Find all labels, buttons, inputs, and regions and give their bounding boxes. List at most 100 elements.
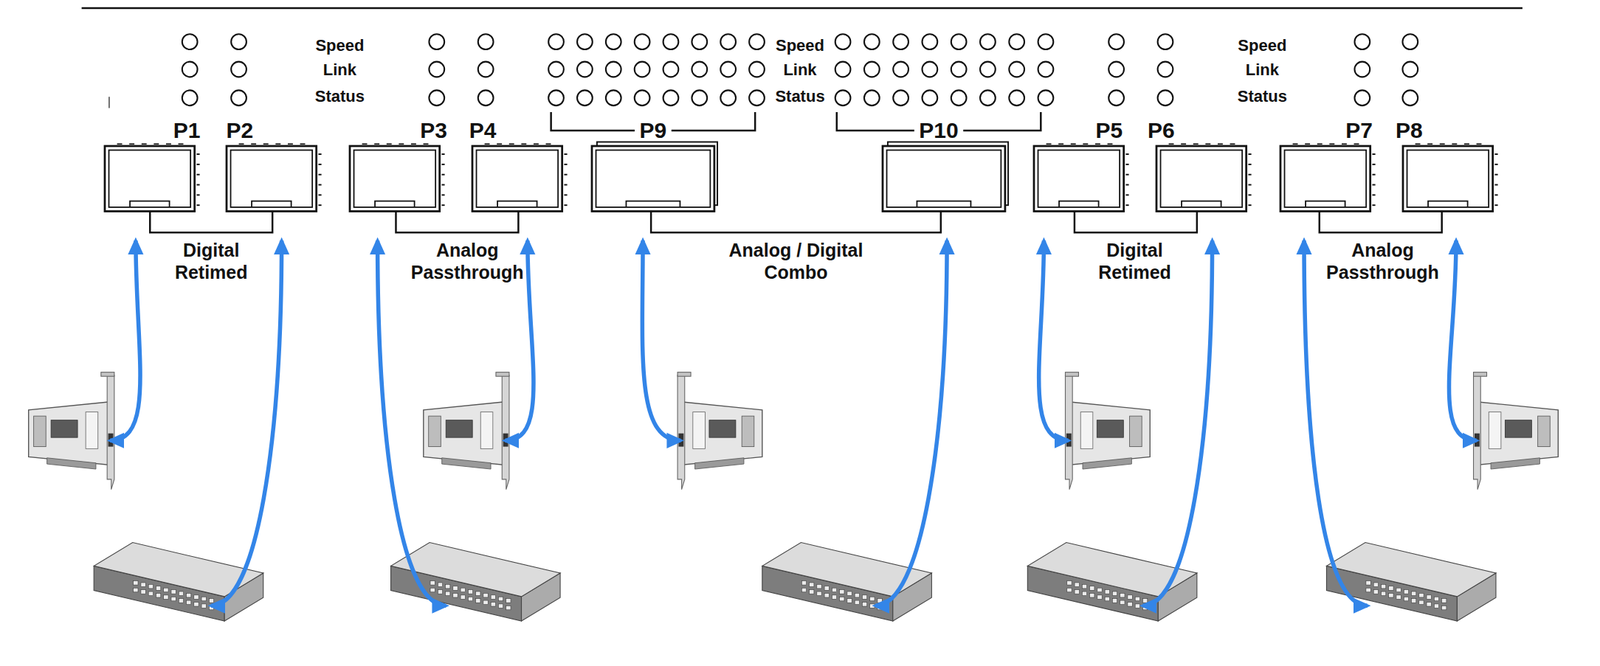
cage-vent	[1247, 204, 1251, 206]
switch-port	[490, 602, 496, 607]
switch-port	[1097, 588, 1102, 593]
cage-outer	[1033, 146, 1124, 212]
port-cage: P10	[882, 146, 1006, 212]
cage-vent	[1495, 163, 1499, 166]
port-cage: P3	[349, 146, 440, 212]
indicator-label: Link	[1245, 60, 1279, 80]
status-led	[720, 61, 736, 78]
cage-vent	[141, 143, 147, 145]
cage-vent	[442, 194, 446, 196]
network-card	[1473, 372, 1559, 491]
status-led	[835, 90, 851, 106]
switch-port	[476, 591, 481, 597]
switch-port	[163, 588, 169, 593]
cage-vent	[318, 183, 322, 186]
indicator-label: Link	[323, 60, 357, 80]
cage-vent	[1292, 143, 1299, 145]
cage-vent	[318, 173, 322, 175]
status-led	[548, 61, 564, 78]
status-led	[1354, 61, 1370, 78]
status-led	[182, 90, 198, 106]
switch-port	[1127, 595, 1133, 600]
cage-vent	[178, 143, 184, 145]
switch-port	[1120, 600, 1125, 606]
cage-vent	[1168, 143, 1174, 145]
status-led	[864, 61, 880, 78]
cage-vent	[442, 183, 446, 186]
card-part	[1080, 412, 1093, 450]
card-chip	[1129, 416, 1143, 447]
port-label: P1	[157, 117, 217, 144]
cage-outer	[472, 146, 563, 212]
card-bracket	[1064, 375, 1073, 491]
cage-inner	[109, 149, 192, 207]
switch-port	[476, 599, 481, 604]
cage-tab	[1059, 200, 1099, 207]
cage-vent	[1125, 183, 1129, 186]
switch-port	[171, 597, 176, 602]
switch-port	[1426, 602, 1431, 607]
cage-vent	[1125, 153, 1129, 155]
card-chip	[1096, 420, 1124, 439]
switch-port	[445, 591, 451, 597]
cage-vent	[1495, 173, 1499, 175]
cable-arrow	[1039, 240, 1069, 441]
switch-port	[1067, 588, 1072, 593]
card-bracket	[107, 375, 115, 491]
port-label: P4	[453, 117, 513, 144]
switch-port	[870, 597, 875, 602]
switch-port	[186, 593, 192, 598]
status-led	[478, 33, 494, 50]
status-led	[1157, 61, 1174, 78]
cage-vent	[1082, 143, 1088, 145]
group-bracket	[1319, 211, 1443, 233]
switch-port	[1396, 588, 1401, 593]
switch-port	[809, 590, 815, 595]
status-led	[577, 90, 593, 106]
cage-vent	[1372, 173, 1376, 175]
cage-vent	[318, 204, 322, 206]
cage-outer	[1402, 146, 1493, 212]
card-board	[680, 402, 763, 466]
cage-inner	[1284, 149, 1367, 207]
status-led	[1354, 90, 1370, 106]
status-led	[892, 33, 909, 50]
status-led	[980, 33, 996, 50]
card-part	[85, 412, 99, 450]
cage-vent	[374, 143, 380, 145]
cage-vent	[197, 204, 200, 206]
switch-port	[1433, 604, 1439, 609]
cable-arrow	[377, 240, 447, 606]
cage-inner	[230, 149, 313, 207]
switch-port	[1112, 591, 1117, 597]
indicator-label: Speed	[1237, 36, 1287, 56]
port-label: P3	[404, 117, 464, 144]
group-label: Analog / Digital Combo	[703, 239, 888, 284]
switch-port	[1366, 588, 1371, 593]
status-led	[663, 90, 679, 106]
cage-vent	[362, 143, 368, 145]
switch-port	[490, 595, 496, 600]
switch-top	[762, 543, 933, 598]
cage-vent	[564, 204, 568, 206]
switch-port	[208, 599, 214, 604]
switch-port	[861, 595, 867, 600]
switch-port	[1388, 586, 1394, 592]
status-led	[749, 61, 765, 78]
port-label: P10	[909, 117, 969, 144]
network-card	[1064, 372, 1150, 491]
switch-port	[194, 595, 199, 600]
switch-port	[816, 584, 822, 589]
switch-port	[467, 590, 473, 595]
switch-port	[467, 597, 473, 602]
status-led	[922, 61, 939, 78]
switch-port	[847, 599, 852, 604]
cage-vent	[411, 143, 417, 145]
indicator-label: Speed	[315, 36, 364, 56]
cage-vent	[1495, 204, 1499, 206]
cage-vent	[263, 143, 269, 145]
cage-vent	[1495, 183, 1499, 186]
port-label: P6	[1131, 117, 1191, 144]
network-card	[28, 372, 115, 491]
switch-port	[1380, 591, 1386, 597]
